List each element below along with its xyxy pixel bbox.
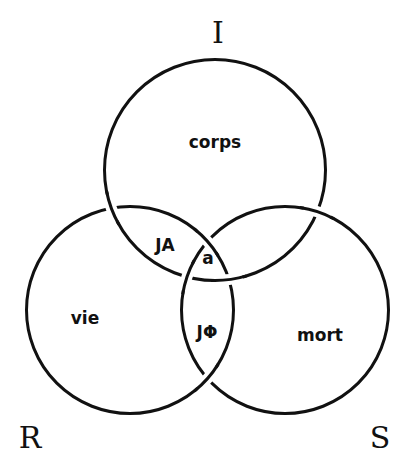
intersection-label: JΦ [197, 324, 218, 341]
ring-line [182, 207, 389, 414]
ring-letter: R [19, 423, 42, 453]
crossing-over-strand [183, 260, 194, 294]
region-label: corps [189, 134, 241, 151]
intersection-label: JA [155, 237, 174, 254]
ring-letter: S [370, 423, 391, 453]
ring-line [27, 207, 234, 414]
crossing-over-strand [211, 276, 247, 281]
ring-line [105, 60, 326, 281]
region-label: mort [297, 327, 343, 344]
ring-letter: I [212, 18, 224, 48]
intersection-label: a [202, 250, 213, 267]
crossing-over-strand [194, 364, 218, 391]
crossing-over-strand [300, 208, 334, 219]
crossing-over-strand [106, 191, 118, 225]
region-label: vie [71, 310, 99, 327]
ring-circle: Smort [180, 205, 390, 415]
ring-outline [180, 205, 390, 415]
